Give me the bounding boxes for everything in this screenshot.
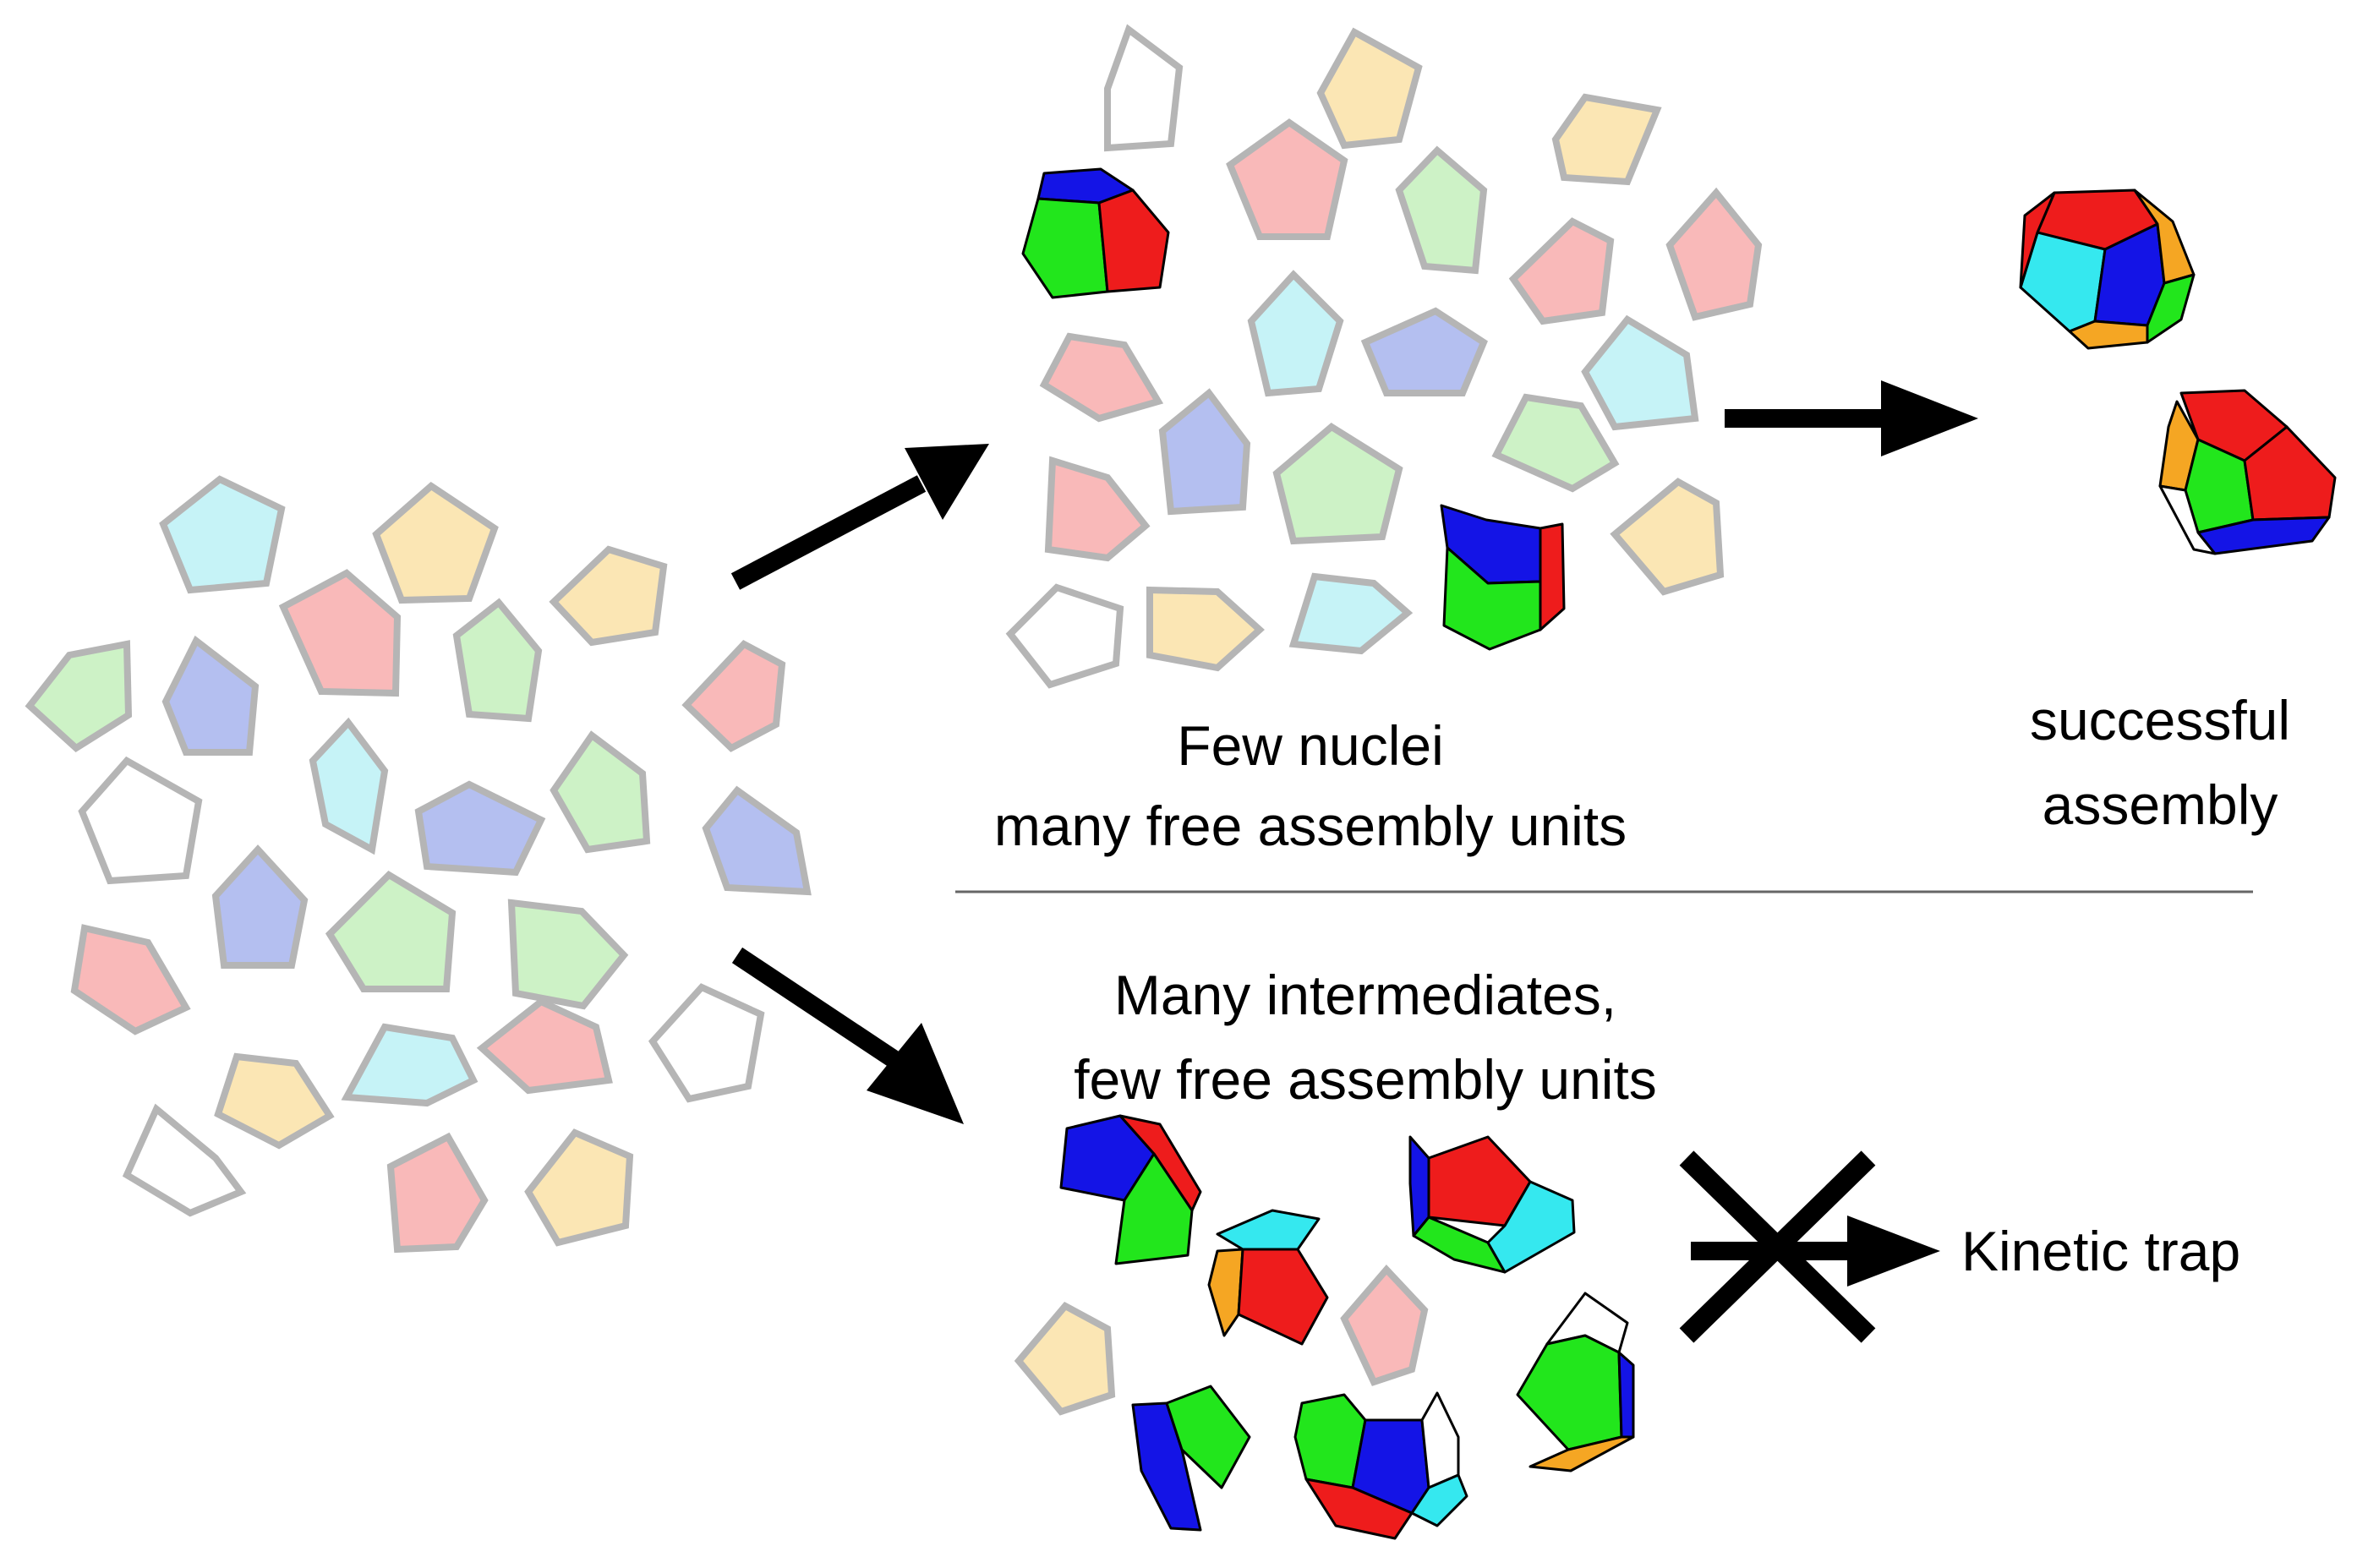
free-unit: [1247, 270, 1344, 397]
free-unit: [325, 870, 457, 992]
free-unit: [161, 635, 260, 756]
free-unit: [78, 756, 203, 885]
free-units-initial-cluster: [25, 475, 812, 1254]
free-unit: [214, 1052, 335, 1150]
kinetic-trap-label: Kinetic trap: [1961, 1220, 2240, 1282]
free-unit: [414, 780, 546, 877]
intermediate-2: [1207, 1209, 1329, 1346]
intermediate-4: [1516, 1292, 1635, 1472]
free-unit: [278, 569, 402, 697]
free-unit: [648, 983, 765, 1103]
arrow-to-few-nuclei-head: [905, 444, 989, 520]
free-unit: [1146, 586, 1265, 672]
free-unit: [681, 640, 786, 752]
free-unit: [1044, 456, 1151, 562]
free-unit: [1226, 118, 1348, 240]
arrow-to-many-intermediates-head: [867, 1023, 964, 1124]
nucleus-top-left: [1021, 167, 1170, 299]
few-nuclei-label-line2: many free assembly units: [994, 795, 1627, 857]
free-unit: [1104, 24, 1184, 152]
free-unit: [550, 730, 651, 854]
free-unit: [1395, 145, 1488, 275]
free-unit: [309, 717, 389, 855]
free-unit: [122, 1103, 247, 1217]
free-unit: [524, 1128, 634, 1247]
many-intermediates-label-line2: few free assembly units: [1074, 1048, 1657, 1111]
blocked-cross-icon: [1679, 1150, 1876, 1343]
arrow-to-successful-assembly-head: [1881, 380, 1978, 456]
free-unit: [507, 899, 629, 1010]
free-unit: [70, 924, 191, 1035]
free-unit: [1360, 307, 1488, 396]
arrow-to-kinetic-trap-head: [1847, 1216, 1940, 1287]
free-unit: [1005, 583, 1124, 689]
intermediate-3: [1408, 1135, 1576, 1274]
labels: Few nuclei many free assembly units succ…: [994, 689, 2290, 1282]
free-unit: [25, 640, 133, 753]
free-unit: [702, 785, 812, 896]
successful-assembly-label-line1: successful: [2030, 689, 2290, 751]
free-units-intermediates-cluster: [1014, 1265, 1429, 1416]
free-units-few-nuclei-cluster: [1005, 24, 1763, 689]
free-unit: [341, 1023, 479, 1107]
free-unit: [1610, 478, 1725, 596]
intermediate-6: [1293, 1391, 1468, 1540]
free-unit: [211, 844, 309, 969]
free-unit: [1039, 332, 1164, 423]
free-unit: [1316, 27, 1423, 150]
free-unit: [452, 598, 543, 723]
free-unit: [1491, 393, 1620, 493]
free-unit: [549, 545, 668, 647]
free-unit: [1158, 388, 1251, 516]
successful-assembly-2: [2158, 389, 2337, 555]
arrow-to-many-intermediates: [731, 947, 902, 1069]
free-unit: [372, 481, 499, 604]
successful-assembly-label-line2: assembly: [2043, 773, 2278, 836]
free-unit: [1665, 187, 1763, 321]
free-unit: [1340, 1265, 1429, 1386]
intermediate-1: [1059, 1114, 1202, 1265]
free-unit: [476, 997, 613, 1095]
free-unit: [1581, 314, 1699, 431]
free-unit: [159, 475, 286, 594]
free-unit: [386, 1132, 489, 1254]
successful-assembly-1: [2019, 188, 2196, 350]
few-nuclei-label-line1: Few nuclei: [1177, 714, 1443, 777]
free-unit: [1508, 217, 1615, 325]
nucleus-top-right: [1440, 504, 1566, 651]
free-unit: [1551, 93, 1662, 186]
arrows: [730, 380, 1978, 1343]
free-unit: [1272, 423, 1403, 545]
free-unit: [1288, 572, 1414, 655]
arrow-to-few-nuclei: [730, 475, 927, 590]
many-intermediates-label-line1: Many intermediates,: [1114, 964, 1616, 1026]
free-unit: [1014, 1301, 1116, 1416]
intermediate-5: [1131, 1385, 1251, 1532]
